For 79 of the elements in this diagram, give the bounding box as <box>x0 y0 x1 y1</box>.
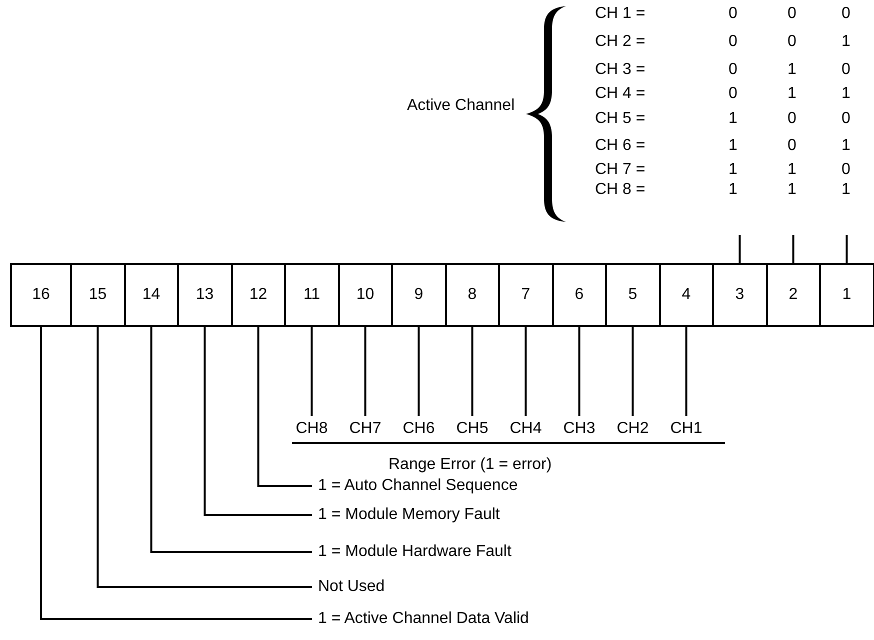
bit-cell: 15 <box>70 263 126 327</box>
table-cell: 0 <box>728 61 738 79</box>
table-cell: 1 <box>788 181 796 199</box>
leader-line <box>846 235 848 263</box>
table-cell: 1 <box>788 85 796 103</box>
table-cell: CH 6 = <box>595 137 646 155</box>
bit-cell: 6 <box>552 263 607 327</box>
leader-line <box>418 327 420 416</box>
leader-line <box>364 327 366 416</box>
bit-cell: 11 <box>284 263 340 327</box>
table-cell: CH 7 = <box>595 161 646 179</box>
bit-cell: 2 <box>766 263 821 327</box>
channel-label: CH4 <box>510 420 542 438</box>
table-cell: 1 <box>728 181 738 199</box>
channel-label: CH5 <box>456 420 488 438</box>
leader-line <box>257 327 312 487</box>
channel-label: CH8 <box>296 420 328 438</box>
channel-label: CH1 <box>670 420 702 438</box>
bit-cell: 10 <box>338 263 393 327</box>
leader-line <box>150 327 312 553</box>
table-cell: CH 8 = <box>595 181 646 199</box>
leader-line <box>40 327 312 620</box>
leader-line <box>738 235 741 263</box>
group-label: Active Channel <box>407 97 515 115</box>
table-cell: 0 <box>788 137 796 155</box>
table-cell: CH 1 = <box>595 5 646 23</box>
table-cell: 0 <box>842 110 850 128</box>
bit-cell: 7 <box>498 263 554 327</box>
table-cell: CH 5 = <box>595 110 646 128</box>
table-cell: 1 <box>842 85 850 103</box>
bit-cell: 3 <box>712 263 768 327</box>
bit-cell: 9 <box>391 263 446 327</box>
leader-line <box>310 327 313 416</box>
table-cell: 0 <box>842 161 850 179</box>
leader-line <box>471 327 474 416</box>
leader-line <box>524 327 527 416</box>
table-cell: 0 <box>788 110 796 128</box>
table-cell: CH 3 = <box>595 61 646 79</box>
leader-line <box>792 235 794 263</box>
table-cell: 1 <box>842 137 850 155</box>
channel-label: CH3 <box>563 420 596 438</box>
table-cell: 1 <box>788 61 796 79</box>
bit-description: Not Used <box>318 578 385 596</box>
table-cell: 0 <box>728 85 738 103</box>
table-cell: 1 <box>728 110 738 128</box>
leader-line <box>685 327 688 416</box>
table-cell: 0 <box>728 5 738 23</box>
bit-cell: 1 <box>819 263 874 327</box>
bit-description: 1 = Active Channel Data Valid <box>318 610 529 628</box>
table-cell: 1 <box>728 137 738 155</box>
table-cell: 1 <box>788 161 796 179</box>
bit-cell: 16 <box>10 263 72 327</box>
table-cell: 0 <box>842 5 850 23</box>
table-cell: 0 <box>842 61 850 79</box>
bit-cell: 4 <box>658 263 714 327</box>
bit-description: 1 = Auto Channel Sequence <box>318 477 518 495</box>
table-cell: 1 <box>728 161 738 179</box>
leader-line <box>96 327 312 588</box>
table-cell: CH 4 = <box>595 85 646 103</box>
bit-cell: 12 <box>230 263 286 327</box>
table-cell: 1 <box>842 33 850 51</box>
bit-description: 1 = Module Memory Fault <box>318 506 500 524</box>
bit-cell: 5 <box>605 263 660 327</box>
channel-label: CH7 <box>349 420 382 438</box>
bit-cell: 13 <box>177 263 232 327</box>
group-label: Range Error (1 = error) <box>388 456 552 474</box>
table-cell: 0 <box>728 33 738 51</box>
bit-description: 1 = Module Hardware Fault <box>318 543 512 561</box>
bit-cell: 8 <box>444 263 500 327</box>
table-cell: 0 <box>788 33 796 51</box>
bit-cell: 14 <box>124 263 179 327</box>
channel-label: CH2 <box>616 420 649 438</box>
table-cell: 0 <box>788 5 796 23</box>
leader-line <box>578 327 580 416</box>
table-cell: CH 2 = <box>595 33 646 51</box>
leader-line <box>632 327 634 416</box>
channel-label: CH6 <box>402 420 435 438</box>
leader-line <box>204 327 312 516</box>
table-cell: 1 <box>842 181 850 199</box>
